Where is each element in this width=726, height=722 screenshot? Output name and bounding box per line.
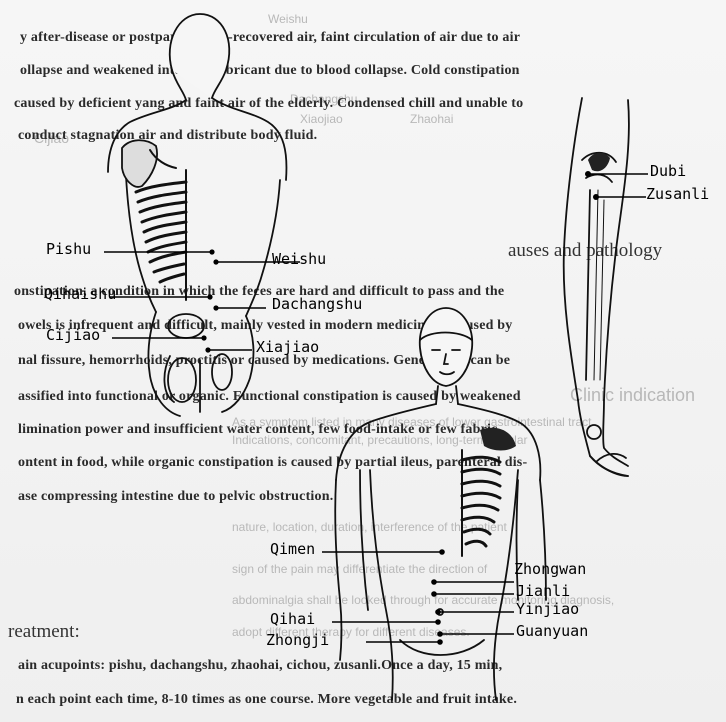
label-yinjiao: Yinjiao: [516, 600, 579, 618]
leg-leader-lines: [588, 174, 648, 197]
label-zusanli: Zusanli: [646, 185, 709, 203]
leg-knee-shading: [588, 153, 610, 171]
label-cijiao: Cijiao: [46, 326, 100, 344]
front-acupoint-dots: [431, 549, 445, 645]
label-qimen: Qimen: [270, 540, 315, 558]
label-guanyuan: Guanyuan: [516, 622, 588, 640]
front-ribcage-drawing: [462, 450, 500, 556]
label-weishu: Weishu: [272, 250, 326, 268]
label-dachangshu: Dachangshu: [272, 295, 362, 313]
label-zhongji: Zhongji: [266, 631, 329, 649]
front-shoulder-shading: [480, 428, 516, 451]
label-zhongwan: Zhongwan: [514, 560, 586, 578]
label-qihaishu: Qihaishu: [44, 285, 116, 303]
label-xiajiao: Xiajiao: [256, 338, 319, 356]
label-dubi: Dubi: [650, 162, 686, 180]
label-pishu: Pishu: [46, 240, 91, 258]
back-acupoint-dots: [201, 249, 218, 352]
front-leader-lines: [322, 552, 514, 642]
label-jianli: Jianli: [516, 582, 570, 600]
back-leader-lines: [104, 252, 300, 350]
label-qihai: Qihai: [270, 610, 315, 628]
